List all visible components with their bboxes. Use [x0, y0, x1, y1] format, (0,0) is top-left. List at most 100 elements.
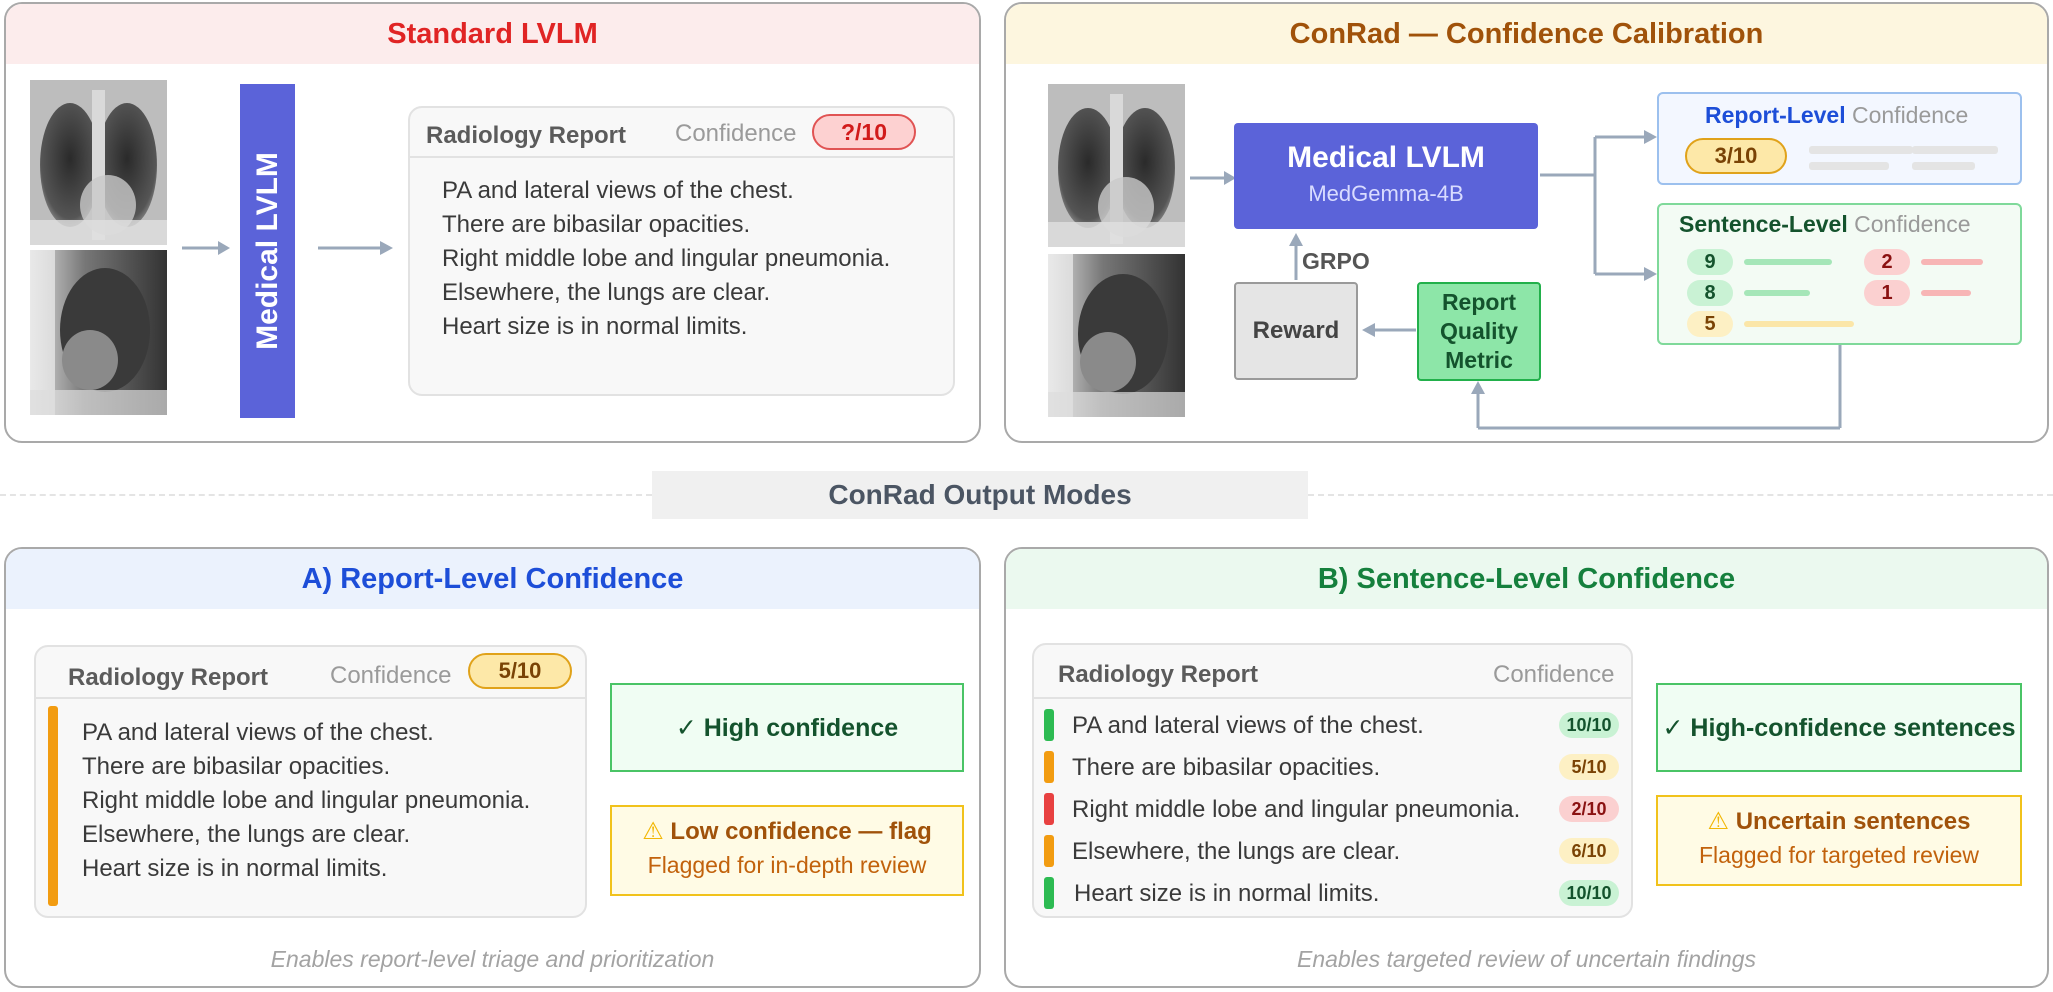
- report-confidence-bar: [48, 706, 58, 906]
- sentence-text: Elsewhere, the lungs are clear.: [1072, 838, 1401, 865]
- conrad-panel: ConRad — Confidence Calibration: [1004, 2, 2049, 443]
- low-confidence-label: Low confidence — flag: [670, 818, 932, 845]
- panel-b-title: B) Sentence-Level Confidence: [1006, 549, 2047, 609]
- report-quality-metric-box: Report Quality Metric: [1417, 282, 1541, 381]
- confidence-label: Confidence: [675, 120, 797, 147]
- panel-a-report-card: Radiology Report Confidence 5/10 PA and …: [34, 645, 587, 918]
- report-level-heading: Report-Level Confidence: [1705, 102, 1968, 129]
- standard-lvlm-title: Standard LVLM: [6, 4, 979, 64]
- output-modes-banner: ConRad Output Modes: [652, 471, 1308, 519]
- placeholder-line: [1809, 162, 1889, 170]
- confidence-unknown-badge: ?/10: [812, 114, 916, 150]
- card-divider: [36, 697, 585, 699]
- report-line: Right middle lobe and lingular pneumonia…: [82, 787, 531, 814]
- sentence-line: [1744, 259, 1832, 265]
- panel-a-title: A) Report-Level Confidence: [6, 549, 979, 609]
- high-confidence-label: ✓ High confidence: [675, 713, 899, 742]
- arrow-xray-to-model: [182, 241, 230, 255]
- medical-lvlm-vertical-label: Medical LVLM: [250, 152, 284, 350]
- low-confidence-heading: ⚠ Low confidence — flag: [612, 817, 962, 846]
- placeholder-line: [1912, 162, 1975, 170]
- sentence-level-panel: B) Sentence-Level Confidence Radiology R…: [1004, 547, 2049, 988]
- sentence-score-badge: 2/10: [1559, 796, 1619, 822]
- sentence-line: [1744, 321, 1854, 327]
- conrad-connectors: [1190, 130, 1842, 430]
- placeholder-line: [1809, 146, 1913, 154]
- sentence-score-badge: 2: [1864, 249, 1910, 275]
- report-line: Heart size is in normal limits.: [442, 313, 748, 340]
- sentence-level-confidence-label: Confidence: [1854, 211, 1971, 237]
- uncertain-sub: Flagged for targeted review: [1699, 842, 1979, 868]
- sentence-level-box: Sentence-Level Confidence 9 8 5 2 1: [1657, 203, 2022, 345]
- sentence-line: [1921, 259, 1983, 265]
- sentence-score-badge: 10/10: [1559, 712, 1619, 738]
- report-title: Radiology Report: [68, 664, 269, 691]
- warning-icon: ⚠: [642, 818, 664, 845]
- report-line: There are bibasilar opacities.: [442, 211, 751, 238]
- high-confidence-sentences-label: ✓ High-confidence sentences: [1662, 713, 2016, 742]
- high-confidence-sentences-box: ✓ High-confidence sentences: [1656, 683, 2022, 772]
- high-confidence-box: ✓ High confidence: [610, 683, 964, 772]
- low-confidence-box: ⚠ Low confidence — flag Flagged for in-d…: [610, 805, 964, 896]
- lateral-xray-image: [1048, 254, 1185, 417]
- sentence-confidence-bar: [1044, 793, 1054, 825]
- sentence-score-badge: 8: [1687, 280, 1733, 306]
- sentence-confidence-bar: [1044, 751, 1054, 783]
- sentence-score-badge: 9: [1687, 249, 1733, 275]
- report-confidence-badge: 5/10: [468, 653, 572, 689]
- grpo-label: GRPO: [1302, 248, 1370, 274]
- report-level-confidence-badge: 3/10: [1685, 138, 1787, 174]
- dashed-divider-left: [0, 494, 652, 496]
- panel-a-caption: Enables report-level triage and prioriti…: [270, 946, 715, 972]
- panel-b-report-card: Radiology Report Confidence PA and later…: [1032, 643, 1633, 918]
- uncertain-heading: ⚠ Uncertain sentences: [1658, 807, 2020, 836]
- report-line: Heart size is in normal limits.: [82, 855, 388, 882]
- sentence-level-label: Sentence-Level: [1679, 211, 1848, 237]
- report-lines: PA and lateral views of the chest. There…: [442, 174, 890, 344]
- warning-icon: ⚠: [1707, 808, 1730, 835]
- report-title: Radiology Report: [1058, 661, 1259, 688]
- standard-lvlm-panel: Standard LVLM Medical LVLM Radiolo: [4, 2, 981, 443]
- sentence-score-badge: 5/10: [1559, 754, 1619, 780]
- report-line: Elsewhere, the lungs are clear.: [442, 279, 771, 306]
- sentence-text: Heart size is in normal limits.: [1074, 880, 1380, 907]
- sentence-score-badge: 6/10: [1559, 838, 1619, 864]
- sentence-text: There are bibasilar opacities.: [1072, 754, 1381, 781]
- arrow-model-to-report: [318, 241, 393, 255]
- report-level-confidence-label: Confidence: [1851, 102, 1969, 128]
- frontal-xray-image: [30, 80, 167, 245]
- report-line: Elsewhere, the lungs are clear.: [82, 821, 411, 848]
- report-line: Right middle lobe and lingular pneumonia…: [442, 245, 891, 272]
- report-quality-metric-label: Report Quality Metric: [1440, 289, 1518, 373]
- frontal-xray-image: [1048, 84, 1185, 247]
- sentence-text: Right middle lobe and lingular pneumonia…: [1072, 796, 1521, 823]
- sentence-level-heading: Sentence-Level Confidence: [1679, 211, 1971, 238]
- placeholder-line: [1912, 146, 1998, 154]
- standard-report-card: Radiology Report Confidence ?/10 PA and …: [408, 106, 955, 396]
- reward-label: Reward: [1252, 317, 1340, 344]
- medical-lvlm-vertical-box: Medical LVLM: [240, 84, 295, 418]
- report-level-panel: A) Report-Level Confidence Radiology Rep…: [4, 547, 981, 988]
- sentence-score-badge: 5: [1687, 311, 1733, 337]
- report-level-label: Report-Level: [1705, 102, 1846, 128]
- report-line: PA and lateral views of the chest.: [442, 177, 794, 204]
- sentence-confidence-bar: [1044, 835, 1054, 867]
- sentence-line: [1744, 290, 1810, 296]
- dashed-divider-right: [1308, 494, 2053, 496]
- uncertain-label: Uncertain sentences: [1735, 808, 1971, 835]
- reward-box: Reward: [1234, 282, 1358, 380]
- card-divider: [1034, 697, 1631, 699]
- report-lines: PA and lateral views of the chest. There…: [82, 716, 530, 886]
- confidence-label: Confidence: [1493, 661, 1615, 688]
- conrad-title: ConRad — Confidence Calibration: [1006, 4, 2047, 64]
- panel-b-caption: Enables targeted review of uncertain fin…: [1296, 946, 1756, 972]
- sentence-score-badge: 1: [1864, 280, 1910, 306]
- medgemma-label: MedGemma-4B: [1308, 181, 1464, 206]
- sentence-confidence-bar: [1044, 709, 1054, 741]
- card-divider: [410, 156, 953, 158]
- output-modes-label: ConRad Output Modes: [828, 479, 1132, 510]
- low-confidence-sub: Flagged for in-depth review: [647, 852, 927, 878]
- report-line: There are bibasilar opacities.: [82, 753, 391, 780]
- sentence-text: PA and lateral views of the chest.: [1072, 712, 1424, 739]
- report-line: PA and lateral views of the chest.: [82, 719, 434, 746]
